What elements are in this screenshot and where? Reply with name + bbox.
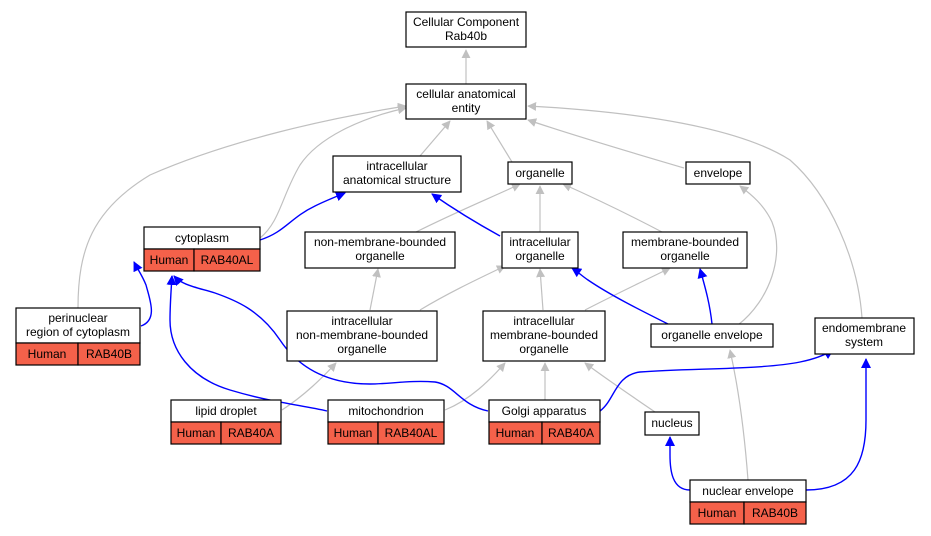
edge-mbo-to-organelle bbox=[562, 183, 663, 233]
node-endomembrane-system[interactable]: endomembrane system bbox=[814, 317, 915, 355]
node-non-membrane-bounded-organelle[interactable]: non-membrane-bounded organelle bbox=[304, 231, 456, 269]
node-label-line: organelle bbox=[355, 249, 405, 263]
edge-oenv-part-of-mbo bbox=[697, 268, 713, 325]
node-label-line: perinuclear bbox=[48, 311, 107, 325]
node-label-line: organelle bbox=[337, 342, 387, 356]
node-label-line: nucleus bbox=[651, 416, 692, 430]
node-label-line: region of cytoplasm bbox=[26, 325, 130, 339]
edge-inmbo-to-io bbox=[419, 265, 506, 311]
node-label-line: non-membrane-bounded bbox=[296, 328, 428, 342]
node-label-line: envelope bbox=[694, 166, 743, 180]
edge-io-part-of-ias bbox=[431, 193, 501, 237]
node-organelle-envelope[interactable]: organelle envelope bbox=[650, 323, 774, 348]
edge-nenv-part-of-endo bbox=[805, 358, 871, 491]
edge-envelope-to-cae bbox=[527, 118, 685, 169]
edge-endo-to-cae bbox=[527, 101, 863, 319]
node-label-line: mitochondrion bbox=[348, 404, 423, 418]
edge-perinuclear-to-cae bbox=[77, 102, 407, 309]
organism-label: Human bbox=[496, 426, 535, 440]
edge-golgi-part-of-endo bbox=[599, 349, 834, 412]
edge-lipid-to-inmbo bbox=[281, 362, 337, 411]
edge-inmbo-to-nmbo bbox=[369, 268, 381, 311]
edge-cytoplasm-part-of-ias bbox=[259, 191, 346, 241]
node-mitochondrion[interactable]: mitochondrion Human RAB40AL bbox=[327, 399, 445, 445]
organism-label: Human bbox=[28, 347, 67, 361]
node-nuclear-envelope[interactable]: nuclear envelope Human RAB40B bbox=[689, 479, 807, 525]
edge-nmbo-to-organelle bbox=[415, 183, 521, 233]
node-cytoplasm[interactable]: cytoplasm Human RAB40AL bbox=[143, 226, 261, 272]
organism-label: Human bbox=[177, 426, 216, 440]
edge-oenv-part-of-io bbox=[571, 267, 669, 325]
node-label-line: entity bbox=[452, 101, 481, 115]
node-nucleus[interactable]: nucleus bbox=[644, 411, 700, 436]
node-envelope[interactable]: envelope bbox=[685, 161, 751, 185]
edge-mito-to-imbo bbox=[444, 362, 506, 411]
edge-layer bbox=[77, 49, 871, 491]
gene-label: RAB40A bbox=[548, 426, 594, 440]
node-label-line: non-membrane-bounded bbox=[314, 235, 446, 249]
node-label-line: intracellular bbox=[331, 314, 392, 328]
node-cellular-component-root[interactable]: Cellular Component Rab40b bbox=[405, 11, 527, 48]
gene-badge bbox=[193, 248, 261, 272]
gene-badge bbox=[77, 342, 141, 366]
gene-label: RAB40A bbox=[228, 426, 274, 440]
edge-golgi-part-of-cytoplasm bbox=[173, 275, 489, 412]
node-label-line: cytoplasm bbox=[175, 231, 229, 245]
gene-label: RAB40B bbox=[86, 347, 132, 361]
organism-label: Human bbox=[698, 506, 737, 520]
edge-organelle-to-cae bbox=[486, 120, 513, 163]
edge-imbo-to-mbo bbox=[584, 267, 671, 311]
gene-badge bbox=[220, 421, 282, 445]
node-cellular-anatomical-entity[interactable]: cellular anatomical entity bbox=[405, 83, 527, 120]
gene-label: RAB40AL bbox=[385, 426, 438, 440]
node-label-line: organelle bbox=[515, 166, 565, 180]
edge-cytoplasm-to-cae bbox=[259, 105, 407, 239]
node-label-line: membrane-bounded bbox=[490, 328, 598, 342]
node-organelle[interactable]: organelle bbox=[507, 161, 573, 185]
node-label-line: Golgi apparatus bbox=[502, 404, 587, 418]
node-label-line: intracellular bbox=[509, 235, 570, 249]
node-perinuclear-region-of-cytoplasm[interactable]: perinuclear region of cytoplasm Human RA… bbox=[15, 307, 141, 366]
node-label-line: system bbox=[845, 335, 883, 349]
node-intracellular-membrane-bounded-organelle[interactable]: intracellular membrane-bounded organelle bbox=[482, 310, 606, 362]
gene-badge bbox=[541, 421, 601, 445]
node-label-line: cellular anatomical bbox=[416, 87, 515, 101]
edge-mito-part-of-cytoplasm bbox=[166, 275, 328, 412]
node-label-line: intracellular bbox=[366, 159, 427, 173]
node-intracellular-anatomical-structure[interactable]: intracellular anatomical structure bbox=[332, 155, 462, 193]
organism-label: Human bbox=[150, 253, 189, 267]
node-golgi-apparatus[interactable]: Golgi apparatus Human RAB40A bbox=[488, 399, 601, 445]
node-label-line: organelle envelope bbox=[661, 328, 763, 342]
edge-ias-to-cae bbox=[419, 120, 451, 157]
node-membrane-bounded-organelle[interactable]: membrane-bounded organelle bbox=[622, 231, 748, 269]
gene-badge bbox=[377, 421, 445, 445]
node-label-line: lipid droplet bbox=[195, 404, 257, 418]
node-intracellular-organelle[interactable]: intracellular organelle bbox=[501, 231, 579, 269]
edge-oenv-to-envelope bbox=[737, 185, 778, 326]
node-lipid-droplet[interactable]: lipid droplet Human RAB40A bbox=[170, 399, 282, 445]
gene-badge bbox=[743, 501, 807, 525]
edge-perinuclear-part-of-cytoplasm bbox=[133, 261, 153, 327]
edge-nenv-to-oenv bbox=[727, 349, 749, 481]
node-layer: Cellular Component Rab40b cellular anato… bbox=[15, 11, 915, 525]
edge-imbo-to-io bbox=[536, 268, 546, 311]
node-intracellular-non-membrane-bounded-organelle[interactable]: intracellular non-membrane-bounded organ… bbox=[286, 310, 438, 362]
node-label-line: nuclear envelope bbox=[702, 484, 794, 498]
node-label-line: anatomical structure bbox=[343, 173, 451, 187]
organism-label: Human bbox=[334, 426, 373, 440]
node-label-line: organelle bbox=[515, 249, 565, 263]
node-label-line: organelle bbox=[660, 249, 710, 263]
edge-nenv-part-of-nucleus bbox=[665, 436, 691, 491]
node-label-line: Rab40b bbox=[445, 29, 487, 43]
gene-label: RAB40B bbox=[752, 506, 798, 520]
node-label-line: Cellular Component bbox=[413, 15, 520, 29]
node-label-line: membrane-bounded bbox=[631, 235, 739, 249]
node-label-line: organelle bbox=[519, 342, 569, 356]
node-label-line: endomembrane bbox=[822, 321, 906, 335]
gene-label: RAB40AL bbox=[201, 253, 254, 267]
node-label-line: intracellular bbox=[513, 314, 574, 328]
